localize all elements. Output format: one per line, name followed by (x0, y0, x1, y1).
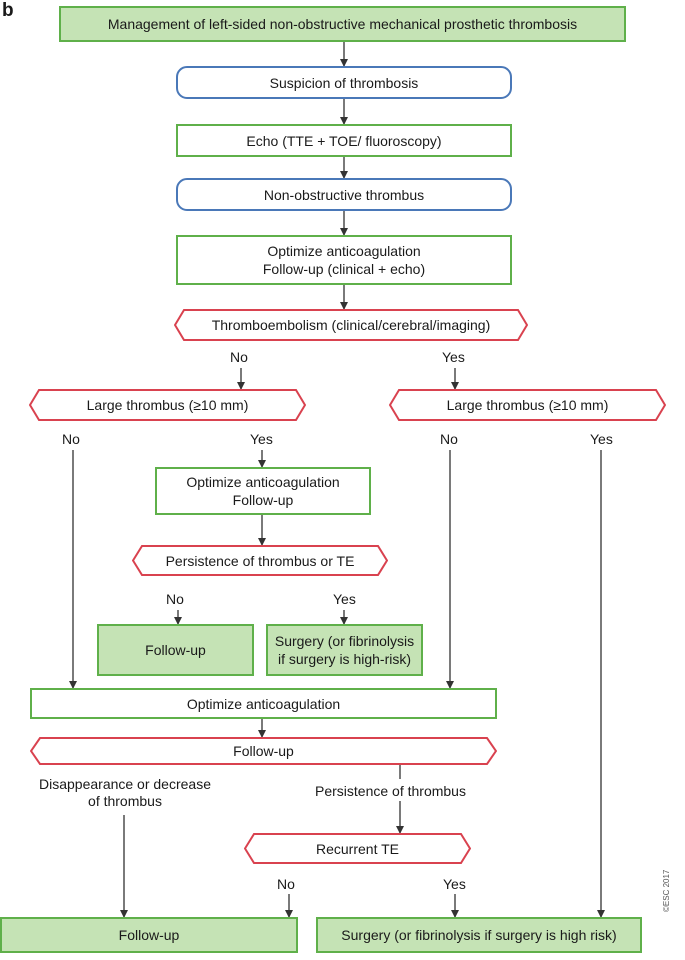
persistence-yes-label: Yes (333, 591, 356, 607)
optimize-followup-2-box: Optimize anticoagulation Follow-up (155, 467, 371, 515)
hexagon-shape (30, 737, 497, 765)
followup-final-text: Follow-up (118, 927, 180, 943)
recurrent-te-text: Recurrent TE (316, 840, 399, 857)
echo-text: Echo (TTE + TOE/ fluoroscopy) (246, 132, 442, 149)
hexagon-shape (132, 545, 388, 576)
non-obstructive-box: Non-obstructive thrombus (176, 178, 512, 211)
optimize-followup-box: Optimize anticoagulation Follow-up (clin… (176, 235, 512, 285)
te-no-label: No (230, 349, 248, 365)
suspicion-box: Suspicion of thrombosis (176, 66, 512, 99)
persistence-te-box: Persistence of thrombus or TE (132, 545, 388, 576)
large-thrombus-right-text: Large thrombus (≥10 mm) (446, 397, 609, 413)
non-obstructive-text: Non-obstructive thrombus (263, 186, 425, 203)
persistence-te-text: Persistence of thrombus or TE (165, 552, 355, 569)
title-text: Management of left-sided non-obstructive… (107, 16, 578, 32)
hexagon-shape (29, 389, 306, 421)
followup-wide-text: Follow-up (233, 743, 294, 759)
large-thrombus-left-yes-label: Yes (250, 431, 273, 447)
te-yes-label: Yes (442, 349, 465, 365)
optimize-followup-2-line-1: Optimize anticoagulation (186, 474, 340, 490)
followup-final-box: Follow-up (0, 917, 298, 953)
thromboembolism-box: Thromboembolism (clinical/cerebral/imagi… (174, 309, 528, 341)
optimize-followup-line-2: Follow-up (clinical + echo) (262, 261, 426, 277)
hexagon-outline (174, 309, 528, 341)
hexagon-outline (244, 833, 471, 864)
persistence-thrombus-label: Persistence of thrombus (315, 783, 466, 799)
hexagon-outline (132, 545, 388, 576)
optimize-anticoag-text: Optimize anticoagulation (186, 695, 341, 712)
hexagon-shape (174, 309, 528, 341)
hexagon-outline (29, 389, 306, 421)
followup-small-text: Follow-up (145, 642, 206, 658)
optimize-followup-2-line-2: Follow-up (232, 492, 294, 508)
surgery-small-line-2: if surgery is high-risk) (277, 651, 412, 667)
hexagon-outline (30, 737, 497, 765)
large-thrombus-left-text: Large thrombus (≥10 mm) (86, 397, 249, 413)
large-thrombus-left-box: Large thrombus (≥10 mm) (29, 389, 306, 421)
recurrent-no-label: No (277, 876, 295, 892)
echo-box: Echo (TTE + TOE/ fluoroscopy) (176, 124, 512, 157)
copyright-note: ©ESC 2017 (662, 869, 671, 912)
hexagon-shape (389, 389, 666, 421)
suspicion-text: Suspicion of thrombosis (269, 74, 419, 91)
followup-wide-box: Follow-up (30, 737, 497, 765)
surgery-final-text: Surgery (or fibrinolysis if surgery is h… (341, 927, 617, 943)
recurrent-yes-label: Yes (443, 876, 466, 892)
disappearance-line-1: Disappearance or decrease (39, 776, 211, 792)
hexagon-shape (244, 833, 471, 864)
disappearance-line-2: of thrombus (88, 793, 162, 809)
large-thrombus-right-no-label: No (440, 431, 458, 447)
hexagon-outline (389, 389, 666, 421)
surgery-small-box: Surgery (or fibrinolysis if surgery is h… (266, 624, 423, 676)
optimize-followup-line-1: Optimize anticoagulation (267, 243, 421, 259)
recurrent-te-box: Recurrent TE (244, 833, 471, 864)
persistence-no-label: No (166, 591, 184, 607)
large-thrombus-right-yes-label: Yes (590, 431, 613, 447)
figure-letter: b (2, 0, 14, 21)
thromboembolism-text: Thromboembolism (clinical/cerebral/imagi… (211, 317, 491, 333)
followup-small-box: Follow-up (97, 624, 254, 676)
disappearance-label: Disappearance or decrease of thrombus (20, 776, 230, 810)
large-thrombus-right-box: Large thrombus (≥10 mm) (389, 389, 666, 421)
surgery-final-box: Surgery (or fibrinolysis if surgery is h… (316, 917, 642, 953)
title-box: Management of left-sided non-obstructive… (59, 6, 626, 42)
surgery-small-line-1: Surgery (or fibrinolysis (274, 633, 415, 649)
large-thrombus-left-no-label: No (62, 431, 80, 447)
optimize-anticoag-box: Optimize anticoagulation (30, 688, 497, 719)
